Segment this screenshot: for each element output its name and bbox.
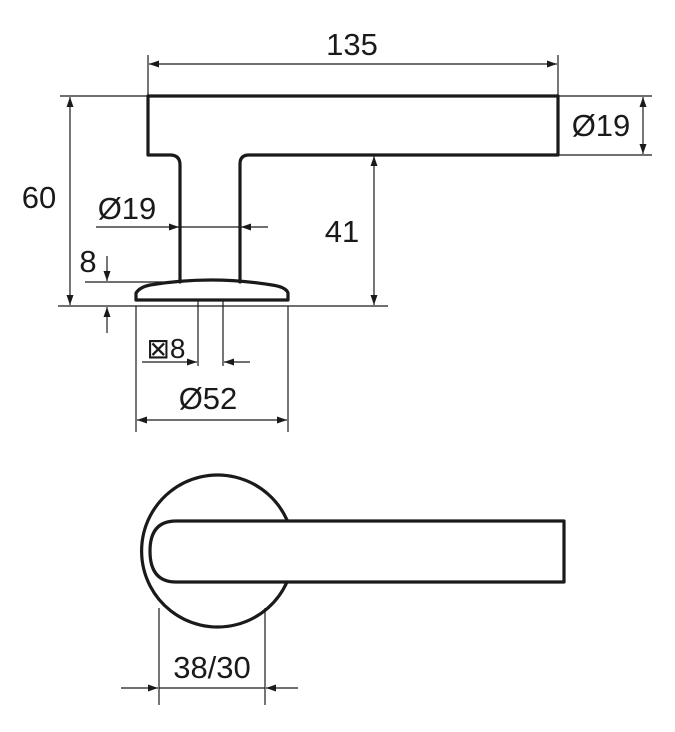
top-view: 38/30: [121, 473, 566, 705]
rose-side-outline: [134, 278, 290, 302]
label-rose-diameter: Ø52: [179, 381, 238, 416]
label-lever-length: 135: [326, 27, 378, 62]
label-door-thickness: 38/30: [173, 650, 251, 685]
label-rose-thickness: 8: [79, 244, 96, 279]
label-shaft-diameter: Ø19: [98, 191, 157, 226]
label-spindle-size: ⊠8: [146, 333, 185, 364]
label-lever-diameter: Ø19: [572, 108, 631, 143]
label-lever-height: 41: [325, 214, 359, 249]
side-view: 135 Ø19 60 Ø19 41 8 ⊠8 Ø52: [22, 27, 652, 432]
label-total-height: 60: [22, 180, 56, 215]
rose-top-outline: [140, 473, 289, 629]
lever-top-outline: [148, 519, 566, 584]
lever-side-outline: [146, 94, 560, 284]
